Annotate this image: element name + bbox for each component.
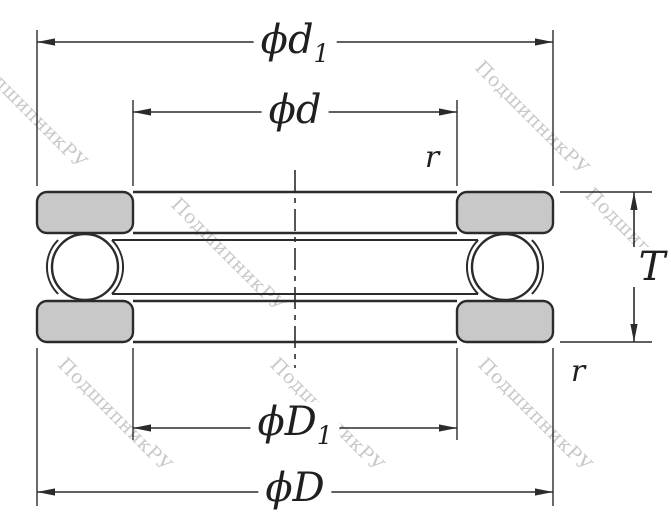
dim-d1-symbol: ϕd	[260, 17, 314, 63]
arrowhead-d-right	[439, 108, 457, 116]
washer-block-bottom-right	[455, 299, 555, 344]
arrowhead-d1-left	[37, 38, 55, 46]
arrowhead-D-left	[37, 488, 55, 496]
cage-arc-right-ball-inner	[465, 239, 479, 295]
washer-block-top-right	[455, 190, 555, 235]
radius-label-bottom: r	[566, 357, 590, 387]
dimension-annotations	[36, 30, 652, 506]
arrowhead-d1-right	[535, 38, 553, 46]
dim-label-D1: ϕD1	[250, 399, 340, 448]
dim-D1-subscript: 1	[316, 421, 333, 450]
cage-arc-left-ball-outer	[45, 239, 59, 295]
dim-d1-subscript: 1	[313, 39, 330, 68]
dim-label-d: ϕd	[261, 90, 329, 130]
arrowhead-T-bottom	[630, 324, 638, 342]
dim-label-D: ϕD	[258, 468, 332, 508]
cage-arc-right-ball-outer	[531, 239, 545, 295]
arrowhead-D1-right	[439, 424, 457, 432]
dim-D1-symbol: ϕD	[257, 399, 317, 445]
ball-right	[470, 232, 540, 302]
arrowhead-d-left	[133, 108, 151, 116]
arrowhead-D1-left	[133, 424, 151, 432]
ball-left	[50, 232, 120, 302]
bearing-body	[35, 170, 555, 368]
radius-label-top: r	[420, 143, 444, 173]
arrowhead-D-right	[535, 488, 553, 496]
thickness-label: T	[631, 247, 671, 287]
arrowhead-T-top	[630, 192, 638, 210]
washer-block-top-left	[35, 190, 135, 235]
washer-block-bottom-left	[35, 299, 135, 344]
dim-label-d1: ϕd1	[253, 17, 337, 66]
cage-arc-left-ball-inner	[111, 239, 125, 295]
